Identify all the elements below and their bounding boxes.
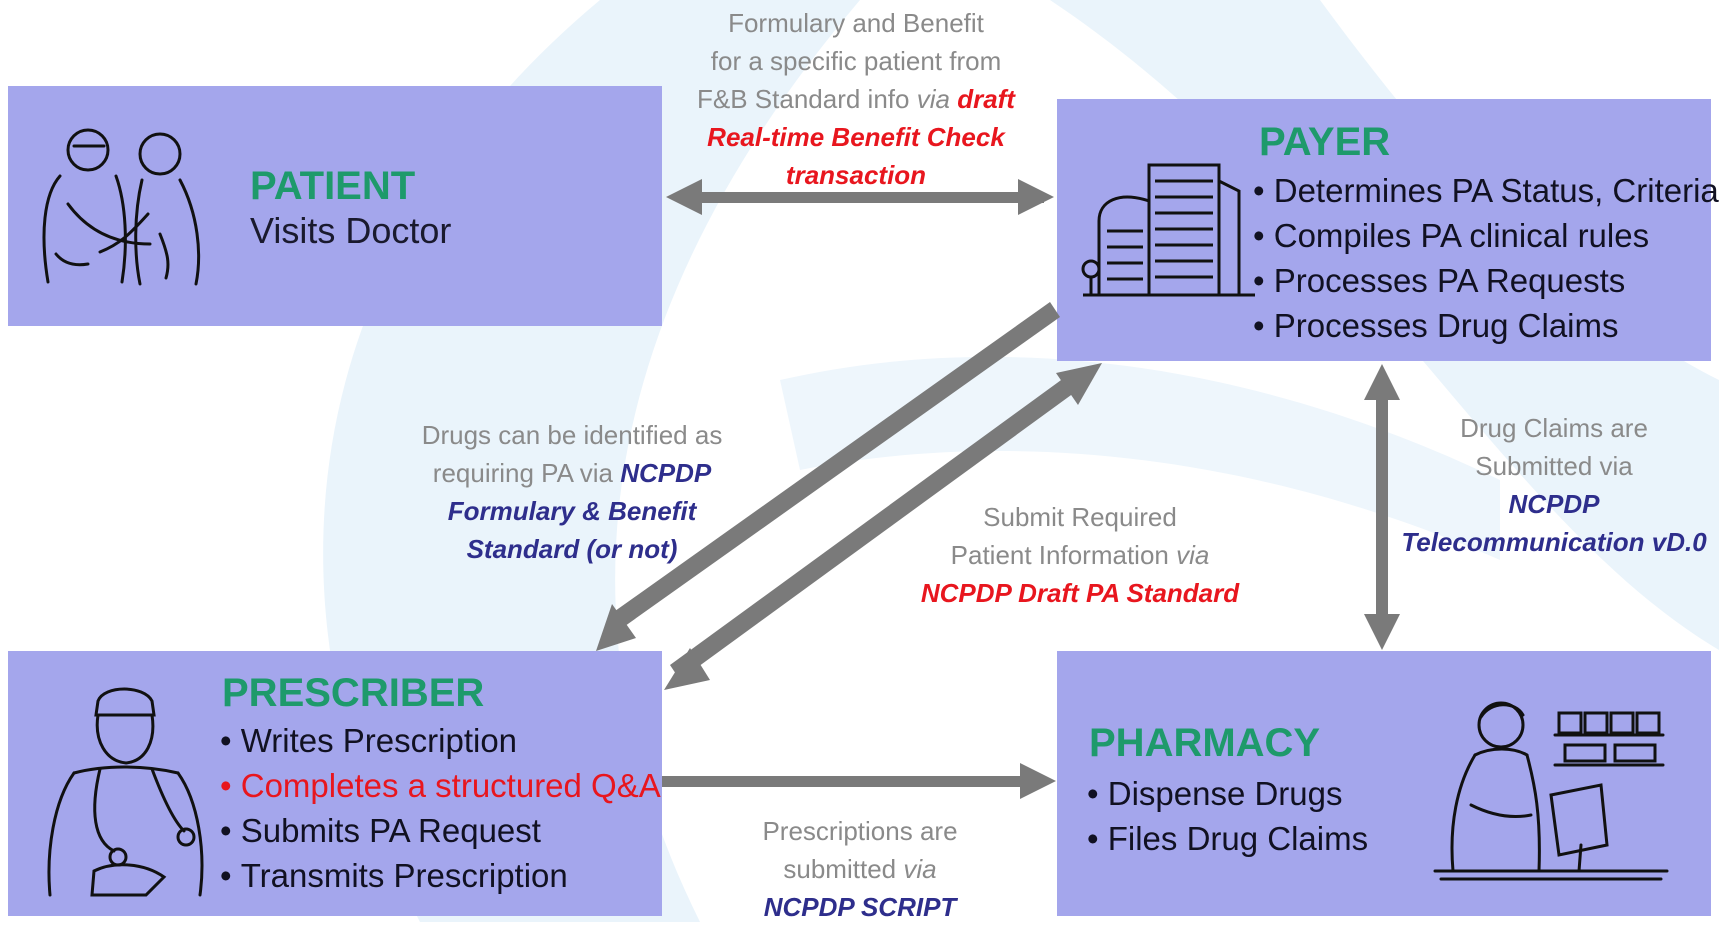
payer-list: Determines PA Status, Criteria Compiles …	[1253, 168, 1719, 348]
label-line: Drug Claims are	[1460, 413, 1648, 443]
label-prescriptions: Prescriptions are submitted via NCPDP SC…	[700, 812, 1020, 926]
label-red: Real-time Benefit Check	[707, 122, 1005, 152]
pharmacy-list: Dispense Drugs Files Drug Claims	[1087, 771, 1368, 861]
label-drug-claims: Drug Claims are Submitted via NCPDP Tele…	[1394, 409, 1714, 561]
prescriber-item: Writes Prescription	[220, 718, 661, 763]
label-text: Patient Information	[950, 540, 1177, 570]
payer-item: Processes Drug Claims	[1253, 303, 1719, 348]
label-text: requiring PA via	[432, 458, 621, 488]
prescriber-item: Transmits Prescription	[220, 853, 661, 898]
office-building-icon	[1081, 163, 1255, 297]
label-drugs-pa: Drugs can be identified as requiring PA …	[392, 416, 752, 568]
label-text: submitted	[783, 854, 904, 884]
label-via: via	[916, 84, 950, 114]
prescriber-list: Writes Prescription Completes a structur…	[220, 718, 661, 898]
patient-subtitle: Visits Doctor	[250, 210, 452, 251]
label-red: NCPDP Draft PA Standard	[920, 578, 1240, 608]
label-submit-patient-info: Submit Required Patient Information via …	[900, 498, 1260, 612]
label-text: F&B Standard info	[697, 84, 917, 114]
payer-item: Compiles PA clinical rules	[1253, 213, 1719, 258]
label-line: requiring PA via NCPDP	[392, 454, 752, 492]
payer-title: PAYER	[1259, 120, 1391, 164]
pharmacist-at-counter-icon	[1433, 701, 1669, 881]
pharmacy-item: Files Drug Claims	[1087, 816, 1368, 861]
prescriber-title: PRESCRIBER	[222, 671, 485, 715]
label-formulary-benefit: Formulary and Benefit for a specific pat…	[666, 4, 1046, 194]
pharmacy-box: PHARMACY Dispense Drugs Files Drug Claim…	[1057, 651, 1711, 916]
label-line: Prescriptions are	[762, 816, 958, 846]
prescriber-box: PRESCRIBER Writes Prescription Completes…	[8, 651, 662, 916]
patient-box: PATIENT Visits Doctor	[8, 86, 662, 326]
prescriber-item-highlighted: Completes a structured Q&A	[220, 763, 661, 808]
label-line: submitted via	[700, 850, 1020, 888]
label-blue: Telecommunication vD.0	[1401, 527, 1707, 557]
prescriber-item: Submits PA Request	[220, 808, 661, 853]
label-line: Formulary and Benefit	[728, 8, 984, 38]
label-blue: NCPDP	[620, 458, 712, 488]
patient-doctor-illustration-icon	[42, 128, 201, 286]
label-red: transaction	[785, 160, 927, 190]
label-line: Submit Required	[983, 502, 1177, 532]
pharmacy-title: PHARMACY	[1089, 721, 1321, 765]
label-blue: Formulary & Benefit	[447, 496, 697, 526]
payer-item: Processes PA Requests	[1253, 258, 1719, 303]
label-line: Patient Information via	[900, 536, 1260, 574]
label-blue: NCPDP	[1508, 489, 1600, 519]
label-line: for a specific patient from	[710, 46, 1002, 76]
label-blue: Standard (or not)	[466, 534, 678, 564]
label-line: F&B Standard info via draft	[666, 80, 1046, 118]
label-via: via	[903, 854, 937, 884]
label-line: Submitted via	[1475, 451, 1633, 481]
label-line: Drugs can be identified as	[421, 420, 723, 450]
payer-box: PAYER Determines PA Status, Criteria Com…	[1057, 99, 1719, 361]
label-blue: NCPDP SCRIPT	[763, 892, 957, 922]
label-red: draft	[957, 84, 1015, 114]
payer-item: Determines PA Status, Criteria	[1253, 168, 1719, 213]
patient-title: PATIENT	[250, 164, 416, 208]
label-via: via	[1176, 540, 1210, 570]
pharmacy-item: Dispense Drugs	[1087, 771, 1368, 816]
doctor-with-stethoscope-icon	[47, 687, 204, 897]
